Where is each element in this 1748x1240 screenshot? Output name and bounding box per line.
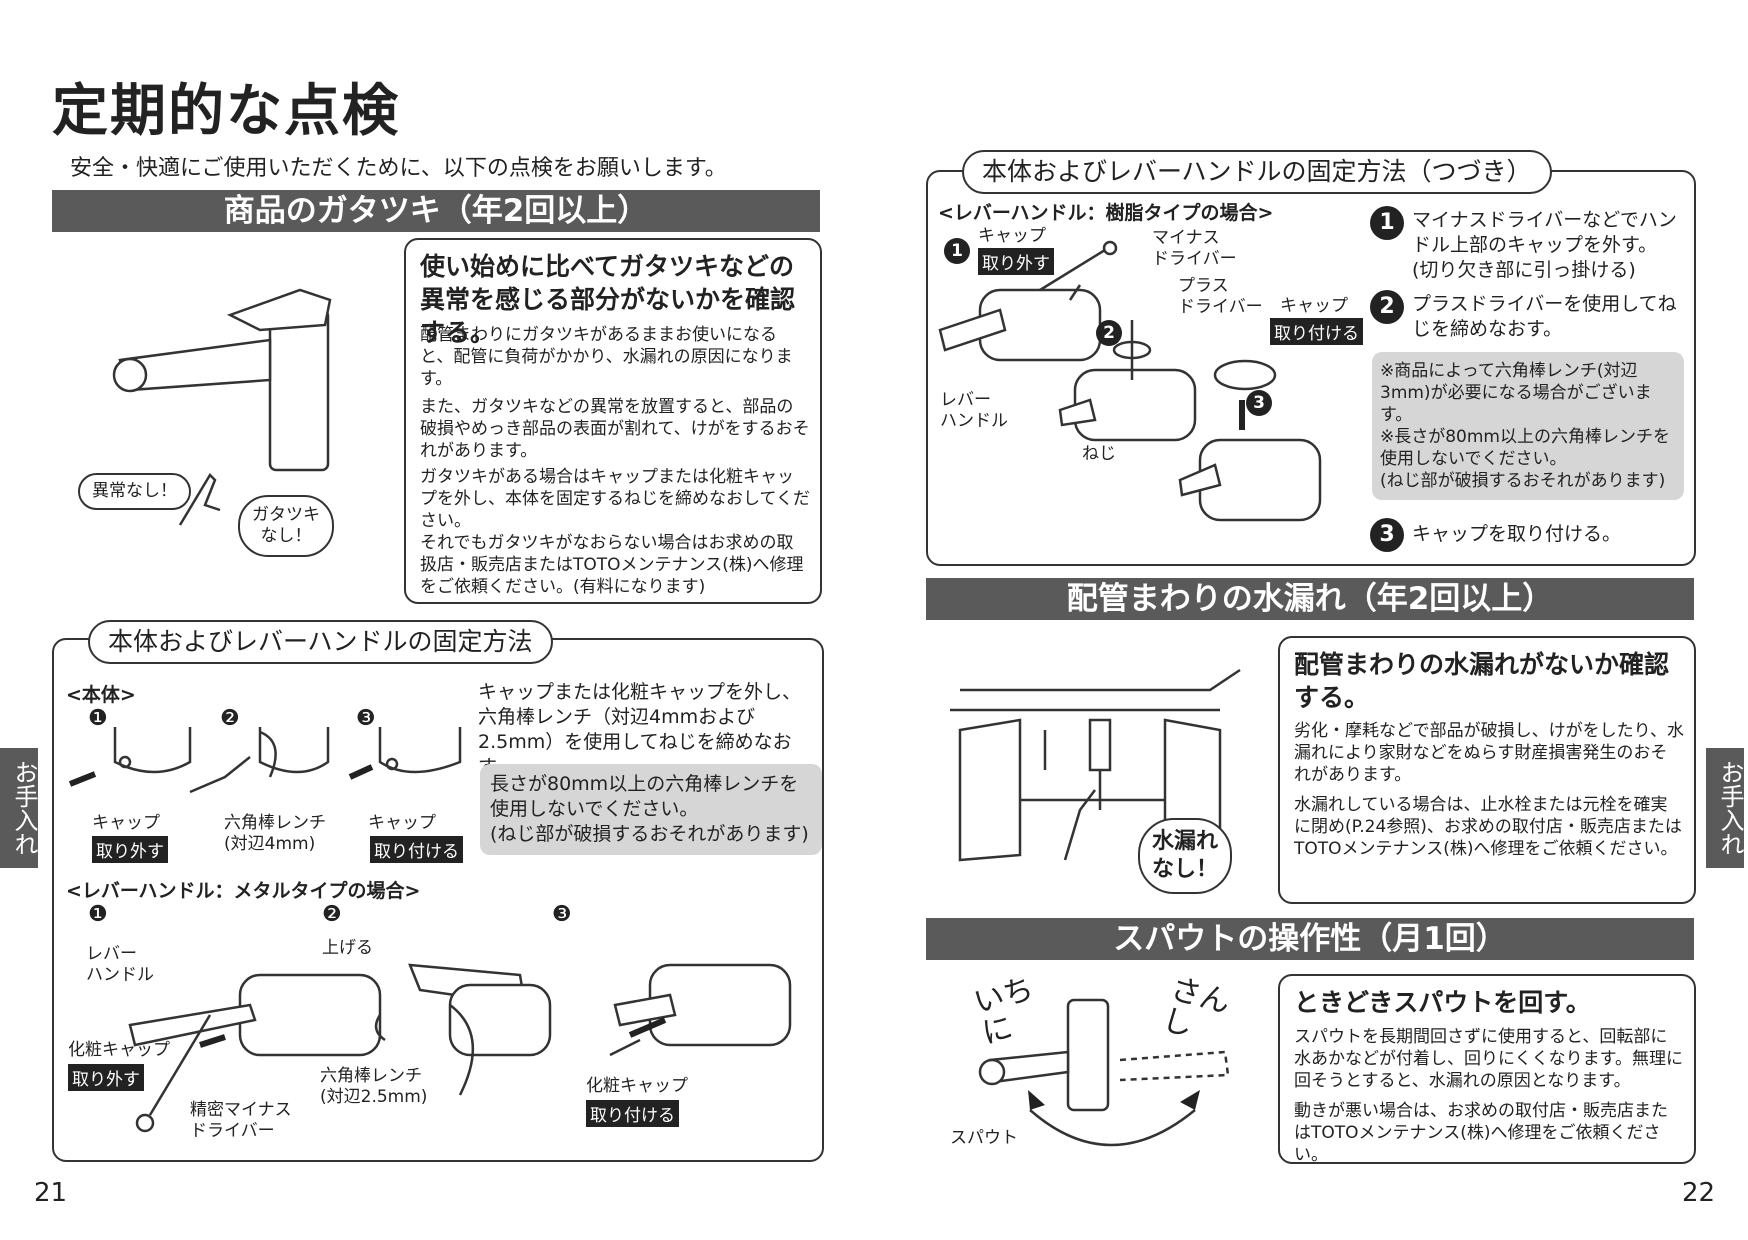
step3-text: キャップを取り付ける。 [1412,523,1622,545]
step-num-1: ❶ [88,706,108,731]
metal-heading: <レバーハンドル：メタルタイプの場合> [66,880,421,902]
kesho-cap-label-1: 化粧キャップ [68,1040,170,1060]
step-num-3: ❸ [356,706,376,731]
remove-tag-1: 取り外す [92,836,168,863]
bubble-mizumore-nashi: 水漏れ なし！ [1138,818,1233,894]
spout-lead: ときどきスパウトを回す。 [1294,988,1591,1017]
metal-step-2: ❷ [322,902,342,927]
spout-p1: スパウトを長期間回さずに使用すると、回転部に水あかなどが付着し、回りにくくなりま… [1294,1027,1683,1091]
leak-lead: 配管まわりの水漏れがないか確認する。 [1294,650,1670,712]
hex-wrench-label: 六角棒レンチ (対辺4mm) [224,813,326,854]
remove-tag-2: 取り外す [68,1064,144,1091]
plus-driver-label: プラス ドライバー [1178,276,1263,317]
leak-box: 配管まわりの水漏れがないか確認する。 劣化・摩耗などで部品が破損し、けがをしたり… [1278,636,1696,904]
gatatsuki-p1: 配管まわりにガタツキがあるままお使いになると、配管に負荷がかかり、水漏れの原因に… [420,325,793,389]
resin-remove-tag: 取り外す [978,248,1054,275]
step2-badge: 2 [1370,290,1404,324]
leak-p2: 水漏れしている場合は、止水栓または元栓を確実に閉め(P.24参照)、お求めの取付… [1294,795,1682,859]
spout-label: スパウト [950,1128,1018,1148]
gatatsuki-p2: また、ガタツキなどの異常を放置すると、部品の破損やめっき部品の表面が割れて、けが… [420,397,810,461]
section-bar-gatatsuki: 商品のガタツキ（年2回以上） [52,190,820,232]
page-number-left: 21 [34,1178,68,1208]
attach-tag-2: 取り付ける [586,1100,679,1127]
minus-driver-label: マイナス ドライバー [1152,228,1237,269]
resin-attach-tag: 取り付ける [1270,318,1363,345]
leak-p1: 劣化・摩耗などで部品が破損し、けがをしたり、水漏れにより家財などをぬらす財産損害… [1294,721,1684,785]
resin-num-1: 1 [944,238,970,264]
resin-lever-label: レバー ハンドル [940,390,1008,431]
section-bar-leak: 配管まわりの水漏れ（年2回以上） [926,578,1694,620]
hand-icon [178,472,221,526]
side-tab-left[interactable]: お手入れ [0,748,38,868]
step2-text: プラスドライバーを使用してねじを締めなおす。 [1412,293,1677,340]
metal-step-3: ❸ [552,902,572,927]
cap-label-1: キャップ [92,813,160,833]
cap-label-3: キャップ [368,813,436,833]
body-steps-illustration [68,727,462,794]
bubble-gatatsuki-nashi: ガタツキ なし！ [238,495,334,557]
gatatsuki-box: 使い始めに比べてガタツキなどの異常を感じる部分がないかを確認する。 配管まわりに… [404,238,822,604]
resin-heading: <レバーハンドル：樹脂タイプの場合> [938,202,1274,224]
attach-tag-1: 取り付ける [370,836,463,863]
spout-p2: 動きが悪い場合は、お求めの取付店・販売店またはTOTOメンテナンス(株)へ修理を… [1294,1101,1668,1165]
bubble-ijou-nashi: 異常なし！ [78,473,191,510]
gatatsuki-p3: ガタツキがある場合はキャップまたは化粧キャップを外し、本体を固定するねじを締めな… [420,467,810,597]
hex-wrench-2-label: 六角棒レンチ (対辺2.5mm) [320,1066,428,1107]
resin-num-2: 2 [1096,320,1122,346]
spout-box: ときどきスパウトを回す。 スパウトを長期間回さずに使用すると、回転部に水あかなど… [1278,974,1696,1165]
metal-steps-illustration [128,963,792,1133]
kesho-cap-label-2: 化粧キャップ [586,1076,688,1096]
step1-text: マイナスドライバーなどでハンドル上部のキャップを外す。(切り欠き部に引っ掛ける) [1412,209,1677,281]
resin-note: ※商品によって六角棒レンチ(対辺3mm)が必要になる場合がございます。 ※長さが… [1372,352,1684,500]
spout-rotate-illustration [978,998,1230,1147]
fix-method-box [52,638,824,1162]
body-heading: <本体> [66,684,136,706]
side-tab-right[interactable]: お手入れ [1706,748,1744,868]
faucet-illustration [112,288,332,472]
resin-cap-label-1: キャップ [978,226,1046,246]
resin-steps-illustration [938,240,1322,522]
lift-label: 上げる [322,938,373,958]
cont-pill: 本体およびレバーハンドルの固定方法（つづき） [962,150,1552,194]
gatatsuki-lead: 使い始めに比べてガタツキなどの異常を感じる部分がないかを確認する。 [420,252,796,347]
resin-num-3: 3 [1246,390,1272,416]
metal-lever-label: レバー ハンドル [86,944,154,985]
precision-driver-label: 精密マイナス ドライバー [190,1100,292,1141]
intro-text: 安全・快適にご使用いただくために、以下の点検をお願いします。 [70,156,727,181]
step1-badge: 1 [1370,206,1404,240]
step-num-2: ❷ [220,706,240,731]
metal-step-1: ❶ [88,902,108,927]
fix-method-pill: 本体およびレバーハンドルの固定方法 [88,620,553,664]
page-number-right: 22 [1682,1178,1716,1208]
screw-label: ねじ [1082,444,1116,464]
resin-cap-label-2: キャップ [1280,296,1348,316]
fix-note: 長さが80mm以上の六角棒レンチを使用しないでください。 (ねじ部が破損するおそ… [480,764,822,855]
step3-badge: 3 [1370,518,1404,552]
section-bar-spout: スパウトの操作性（月1回） [926,918,1694,960]
page-title: 定期的な点検 [52,79,400,144]
